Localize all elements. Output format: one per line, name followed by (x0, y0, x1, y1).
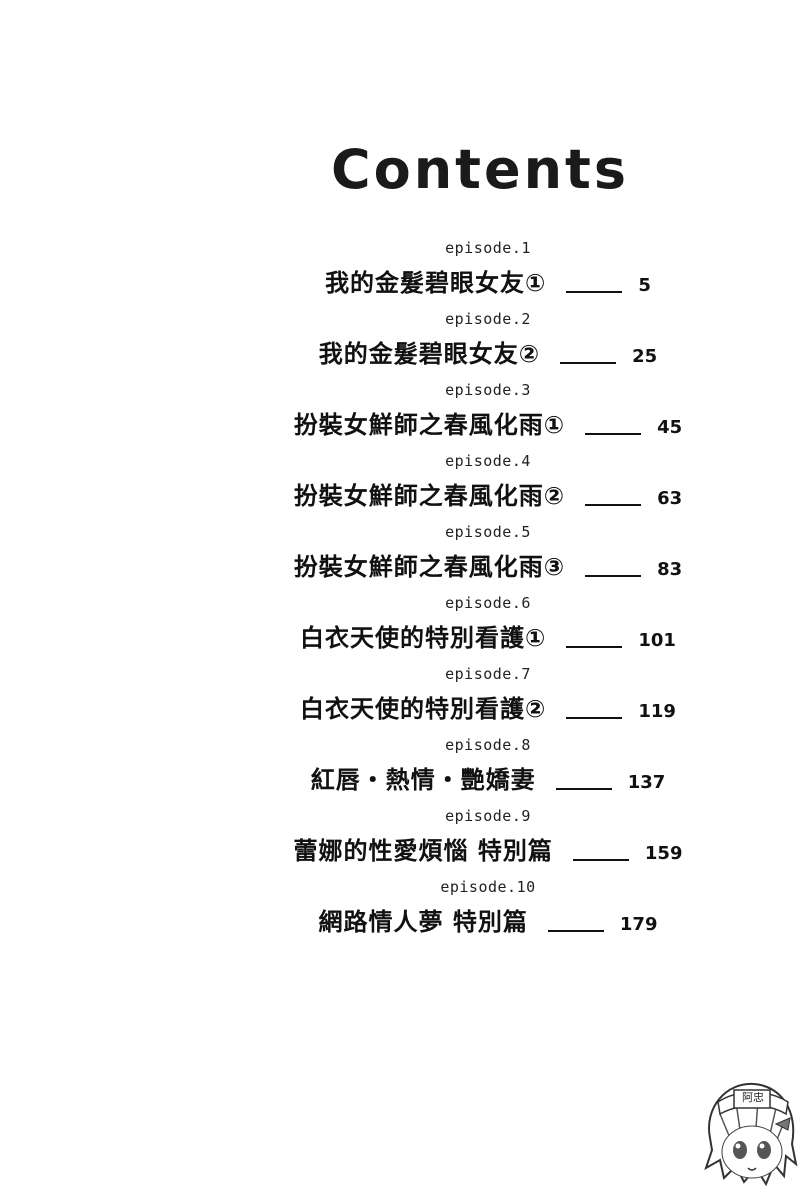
episode-label: episode.3 (445, 381, 531, 399)
leader-dash (585, 504, 642, 506)
episode-label: episode.10 (440, 878, 536, 896)
toc-entry: episode.7 白衣天使的特別看護② 119 (0, 664, 800, 728)
leader-dash (585, 433, 642, 435)
page-number: 159 (644, 843, 683, 864)
page-number: 25 (632, 346, 658, 367)
episode-title: 紅唇・熱情・艷嬌妻 (310, 766, 536, 794)
episode-label: episode.5 (445, 523, 531, 541)
toc-line: 白衣天使的特別看護② 119 (0, 693, 800, 728)
episode-label: episode.4 (445, 452, 531, 470)
episode-label: episode.8 (445, 736, 531, 754)
mascot-label: 阿忠 (742, 1091, 764, 1104)
toc-entry: episode.3 扮裝女鮮師之春風化雨① 45 (0, 380, 800, 444)
leader-dash (585, 575, 642, 577)
episode-title: 扮裝女鮮師之春風化雨① (293, 411, 566, 439)
toc-entry: episode.6 白衣天使的特別看護① 101 (0, 593, 800, 657)
page-number: 179 (619, 914, 658, 935)
episode-title: 白衣天使的特別看護② (300, 695, 547, 723)
page-number: 137 (627, 772, 666, 793)
episode-label: episode.7 (445, 665, 531, 683)
episode-title: 我的金髮碧眼女友① (325, 269, 547, 297)
episode-label: episode.1 (445, 239, 531, 257)
leader-dash (560, 362, 617, 364)
leader-dash (555, 788, 612, 790)
leader-dash (566, 291, 623, 293)
episode-title: 網路情人夢 特別篇 (318, 908, 528, 936)
page-number: 119 (638, 701, 676, 722)
toc-entry: episode.9 蕾娜的性愛煩惱 特別篇 159 (0, 806, 800, 870)
episode-label: episode.6 (445, 594, 531, 612)
toc-entry: episode.8 紅唇・熱情・艷嬌妻 137 (0, 735, 800, 799)
episode-title: 蕾娜的性愛煩惱 特別篇 (293, 837, 553, 865)
leader-dash (566, 717, 623, 719)
page-number: 45 (657, 417, 683, 438)
page-number: 101 (638, 630, 676, 651)
page-number: 63 (657, 488, 683, 509)
toc-entry: episode.5 扮裝女鮮師之春風化雨③ 83 (0, 522, 800, 586)
toc-line: 我的金髮碧眼女友① 5 (0, 267, 800, 302)
toc-line: 扮裝女鮮師之春風化雨③ 83 (0, 551, 800, 586)
episode-title: 扮裝女鮮師之春風化雨② (293, 482, 566, 510)
leader-dash (566, 646, 623, 648)
episode-title: 我的金髮碧眼女友② (318, 340, 541, 368)
toc-line: 紅唇・熱情・艷嬌妻 137 (0, 764, 800, 799)
toc-entry: episode.1 我的金髮碧眼女友① 5 (0, 238, 800, 302)
leader-dash (572, 859, 629, 861)
toc-line: 蕾娜的性愛煩惱 特別篇 159 (0, 835, 800, 870)
episode-label: episode.2 (445, 310, 531, 328)
toc-entry: episode.2 我的金髮碧眼女友② 25 (0, 309, 800, 373)
chibi-character-icon (704, 1082, 798, 1187)
toc-entry: episode.4 扮裝女鮮師之春風化雨② 63 (0, 451, 800, 515)
leader-dash (547, 930, 604, 932)
toc-line: 白衣天使的特別看護① 101 (0, 622, 800, 657)
toc-line: 扮裝女鮮師之春風化雨① 45 (0, 409, 800, 444)
contents-title: Contents (330, 138, 629, 201)
episode-title: 白衣天使的特別看護① (300, 624, 547, 652)
toc-line: 網路情人夢 特別篇 179 (0, 906, 800, 941)
toc-line: 我的金髮碧眼女友② 25 (0, 338, 800, 373)
episode-title: 扮裝女鮮師之春風化雨③ (293, 553, 566, 581)
toc-entry: episode.10 網路情人夢 特別篇 179 (0, 877, 800, 941)
page-number: 83 (657, 559, 683, 580)
page-number: 5 (638, 275, 651, 296)
episode-label: episode.9 (445, 807, 531, 825)
toc-line: 扮裝女鮮師之春風化雨② 63 (0, 480, 800, 515)
